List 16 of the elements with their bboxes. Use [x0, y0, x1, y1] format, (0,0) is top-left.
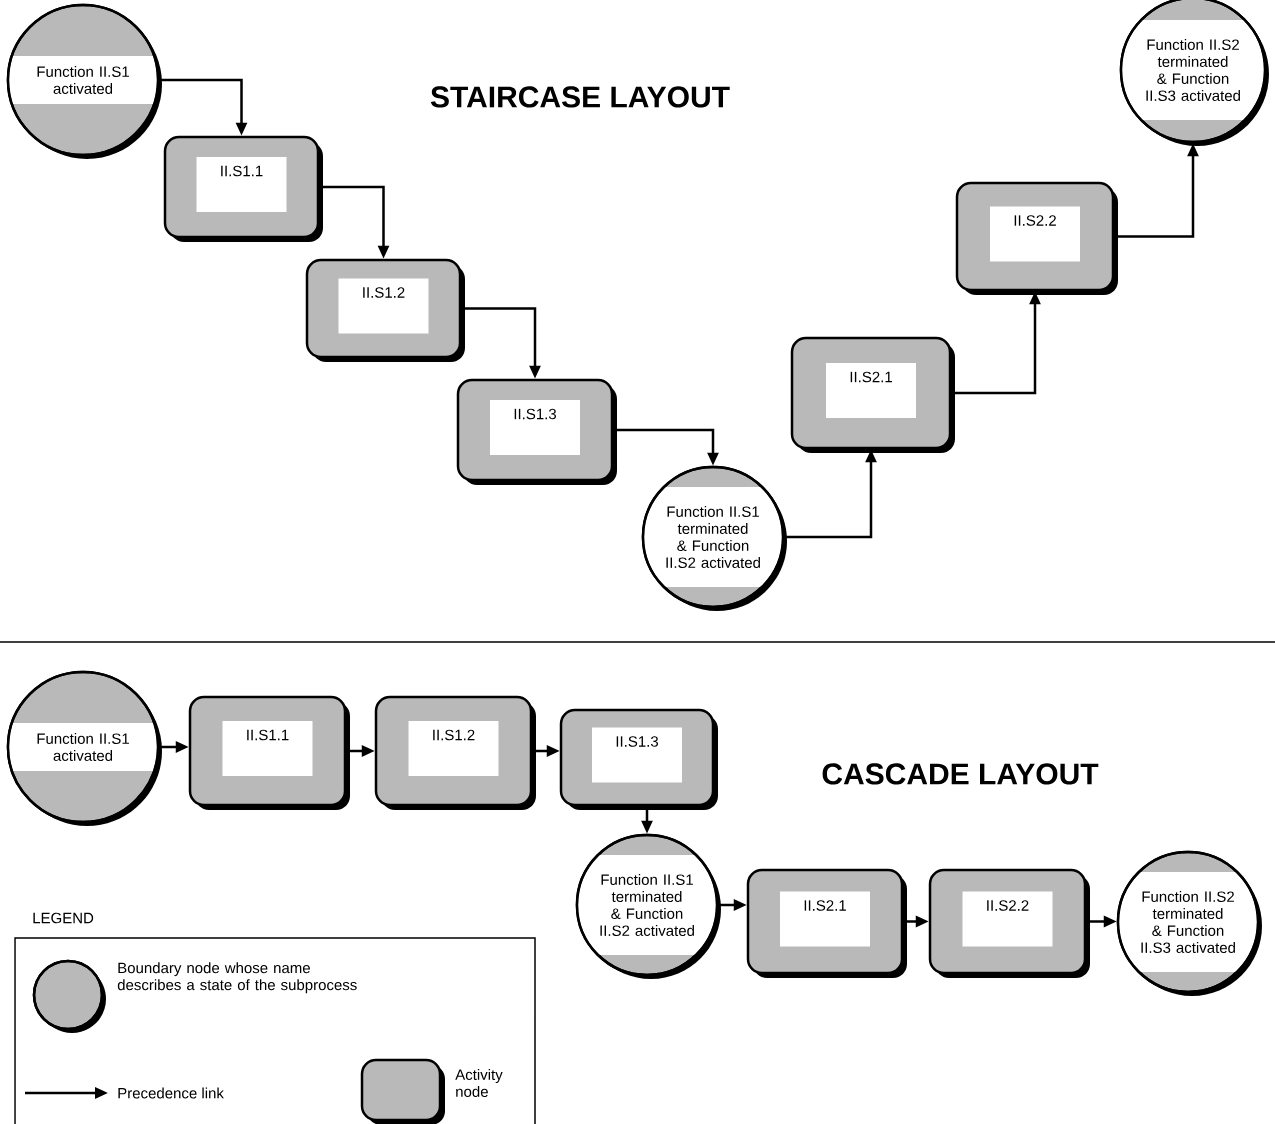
- activity-box: II.S2.2: [928, 868, 1090, 978]
- activity-box: II.S1.1: [163, 135, 323, 242]
- activity-box: II.S1.1: [188, 695, 350, 810]
- activity-box: II.S2.2: [955, 181, 1118, 295]
- legend-text: Boundary node whose name describes a state of the subprocess: [117, 962, 357, 994]
- activity-box: II.S1.2: [305, 258, 465, 362]
- activity-box: II.S1.3: [456, 378, 617, 485]
- activity-box: II.S2.1: [790, 336, 955, 453]
- legend-text: Precedence link: [118, 1087, 224, 1099]
- legend-heading: LEGEND: [33, 912, 94, 924]
- section-title: CASCADE LAYOUT: [822, 763, 1099, 785]
- activity-box: II.S1.2: [374, 695, 536, 810]
- section-title: STAIRCASE LAYOUT: [430, 86, 730, 108]
- legend-text: Activity node: [455, 1069, 503, 1097]
- activity-box: II.S1.3: [559, 708, 718, 810]
- activity-box: II.S2.1: [746, 868, 907, 978]
